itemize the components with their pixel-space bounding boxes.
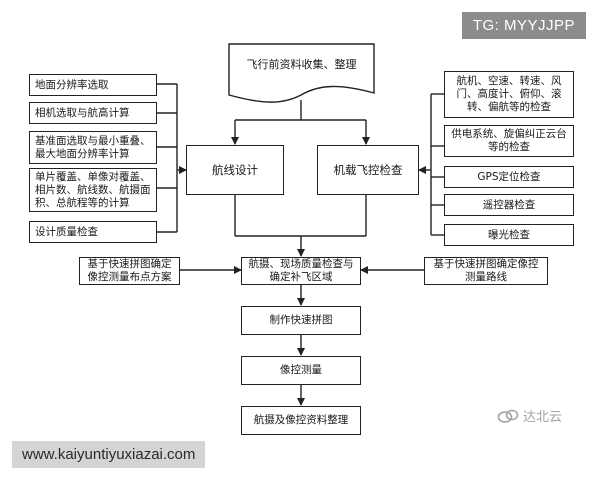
route-design-box: 航线设计 (186, 145, 284, 195)
right-item-gps: GPS定位检查 (444, 166, 574, 188)
step-quick-mosaic: 制作快速拼图 (241, 306, 361, 335)
left-item-baseplane-overlap: 基准面选取与最小重叠、最大地面分辨率计算 (29, 131, 157, 164)
logo-icon (497, 409, 519, 423)
right-item-power-gimbal: 供电系统、旋偏纠正云台等的检查 (444, 125, 574, 157)
right-item-remote: 遥控器检查 (444, 194, 574, 216)
left-item-camera-height: 相机选取与航高计算 (29, 102, 157, 124)
left-item-design-qc: 设计质量检查 (29, 221, 157, 243)
top-document-label: 飞行前资料收集、整理 (246, 58, 357, 71)
document-shape (228, 43, 375, 103)
flight-control-check-box: 机载飞控检查 (317, 145, 419, 195)
left-item-coverage-calc: 单片覆盖、单像对覆盖、相片数、航线数、航摄面积、总航程等的计算 (29, 168, 157, 212)
right-item-exposure: 曝光检查 (444, 224, 574, 246)
right-mid-gcp-route: 基于快速拼图确定像控测量路线 (424, 257, 548, 285)
left-mid-gcp-layout: 基于快速拼图确定像控测量布点方案 (79, 257, 180, 285)
right-item-aircraft-check: 航机、空速、转速、风门、高度计、俯仰、滚转、偏航等的检查 (444, 71, 574, 118)
step-gcp-survey: 像控测量 (241, 356, 361, 385)
watermark-logo-text: 达北云 (523, 410, 563, 425)
step-final-organize: 航摄及像控资料整理 (241, 406, 361, 435)
watermark-tg: TG: MYYJJPP (461, 12, 586, 39)
watermark-logo: 达北云 (497, 406, 562, 425)
watermark-url: www.kaiyuntiyuxiazai.com (12, 441, 206, 468)
center-quality-box: 航摄、现场质量检查与确定补飞区域 (241, 257, 361, 285)
left-item-ground-resolution: 地面分辨率选取 (29, 74, 157, 96)
